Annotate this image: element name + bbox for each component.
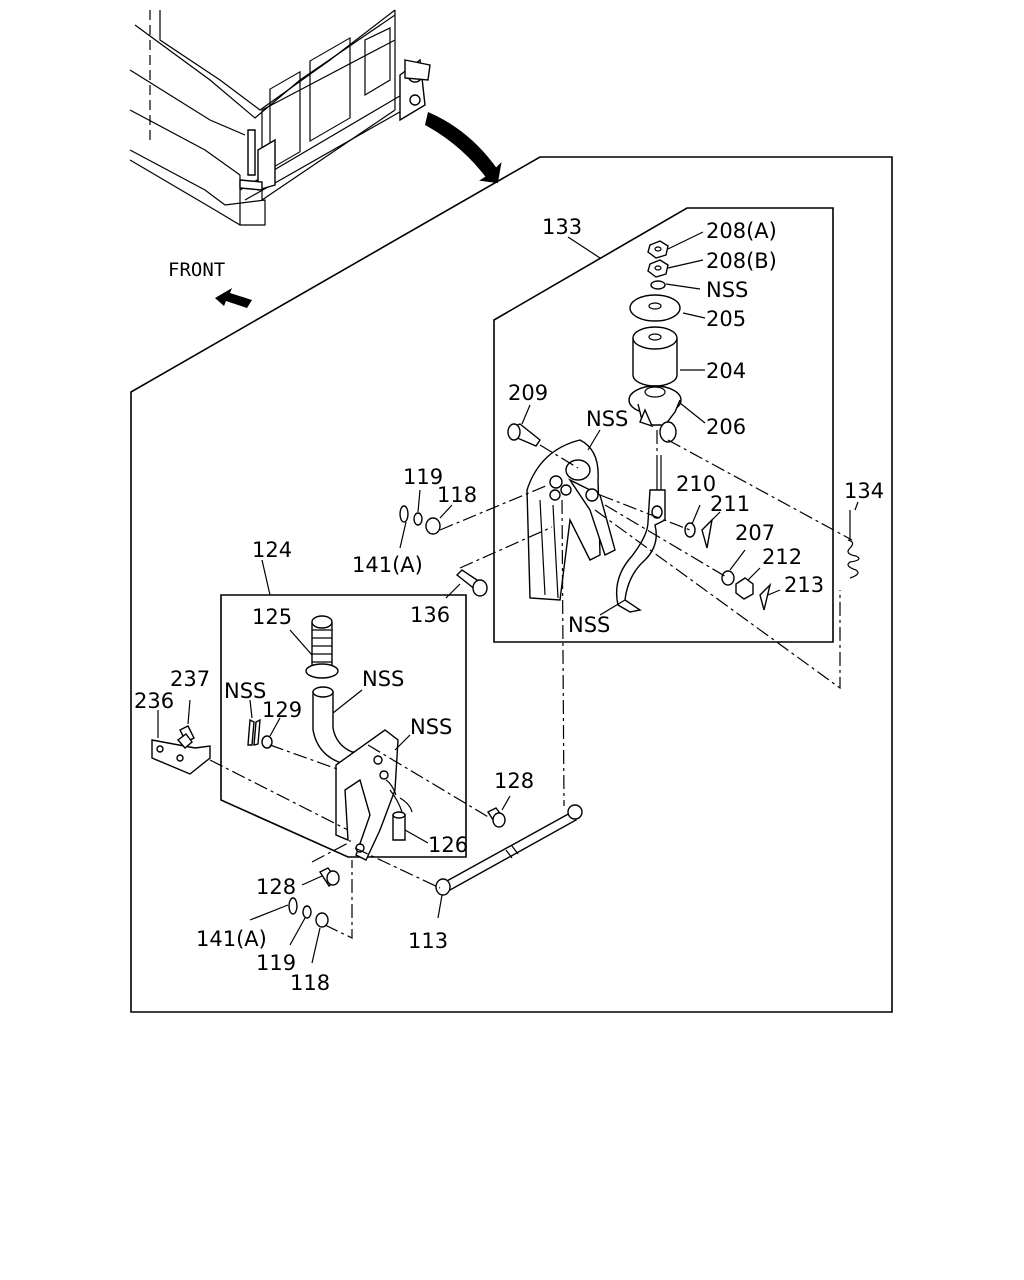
part-128-left-bolt [318,867,340,888]
part-136-bolt [455,569,488,597]
label-208b: 208(B) [706,249,777,273]
part-212-nut [735,577,754,600]
label-nss-pin: NSS [224,679,266,703]
part-208a-nut [647,240,669,259]
part-126-pin [385,779,413,841]
part-134-spring [847,510,860,579]
part-209-bolt [507,423,541,447]
box-133 [493,207,834,643]
label-236: 236 [134,689,174,713]
label-213: 213 [784,573,824,597]
label-207: 207 [735,521,775,545]
label-128-left: 128 [256,875,296,899]
label-237: 237 [170,667,210,691]
label-205: 205 [706,307,746,331]
part-210-washer [684,522,696,538]
label-209: 209 [508,381,548,405]
part-nss-pin-left [247,718,261,746]
part-206-bracket [628,385,682,443]
label-210: 210 [676,472,716,496]
leader-lines [209,430,853,939]
label-136: 136 [410,603,450,627]
label-134: 134 [844,479,884,503]
label-208a: 208(A) [706,219,777,243]
part-nss-washer [650,280,666,290]
part-nss-lever [615,455,666,613]
label-nss-bracket: NSS [586,407,628,431]
label-125: 125 [252,605,292,629]
part-113-rod [435,804,583,896]
label-211: 211 [710,492,750,516]
part-119-bottom-washer [302,905,312,919]
part-nss-plate [335,729,399,861]
label-206: 206 [706,415,746,439]
part-118-bottom-washer [315,912,329,928]
part-118-top-washer [425,517,441,535]
part-205-plate [629,294,681,322]
cab-sketch [129,9,431,226]
label-119-top: 119 [403,465,443,489]
front-arrow [215,288,252,308]
label-133: 133 [542,215,582,239]
part-213-pin [759,582,772,611]
label-129: 129 [262,698,302,722]
label-118-bottom: 118 [290,971,330,995]
label-nss-plate: NSS [410,715,452,739]
part-nss-bracket [526,439,616,601]
part-119-top-washer [413,512,423,526]
part-236-bracket [151,739,211,775]
label-141a-bottom: 141(A) [196,927,267,951]
part-129-washer [261,735,273,749]
part-208b-nut [647,259,669,278]
label-126: 126 [428,833,468,857]
label-212: 212 [762,545,802,569]
label-nss-handle: NSS [362,667,404,691]
label-141a-top: 141(A) [352,553,423,577]
outer-frame [130,156,893,1013]
callout-arrow-body [425,112,498,180]
part-125-grip [305,615,339,679]
label-119-bottom: 119 [256,951,296,975]
label-nss-lever: NSS [568,613,610,637]
part-labels: 133 208(A) 208(B) NSS 205 204 206 209 NS… [134,215,884,995]
part-141a-bottom-pin [288,897,298,915]
label-204: 204 [706,359,746,383]
label-nss-washer: NSS [706,278,748,302]
part-211-pin [701,517,714,549]
part-204-bushing [632,326,678,387]
part-237-bolt [176,725,195,749]
label-113: 113 [408,929,448,953]
part-128-right-bolt [486,807,506,828]
label-128-right: 128 [494,769,534,793]
front-label: FRONT [168,259,225,281]
label-118-top: 118 [437,483,477,507]
label-124: 124 [252,538,292,562]
part-141a-top-pin [399,505,409,523]
